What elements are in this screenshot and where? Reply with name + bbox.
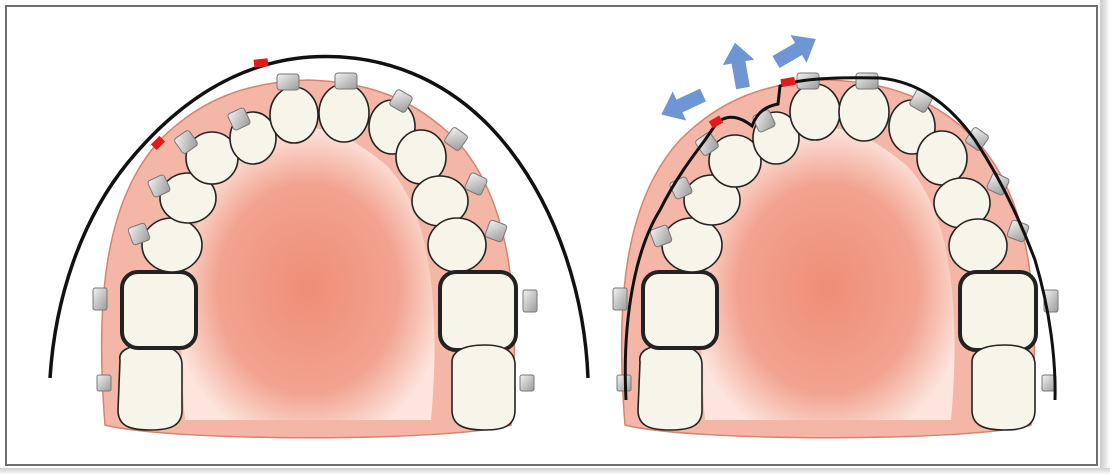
tooth [790,84,840,140]
molar-banded [122,272,196,348]
bracket [277,74,299,90]
tooth [319,84,369,142]
wire-stop [254,58,269,67]
tooth [972,345,1035,430]
bracket [335,73,357,89]
molar-banded [643,272,717,348]
tooth [428,218,486,272]
bracket [520,375,534,391]
molar-banded [440,272,516,350]
bracket [93,288,107,310]
tooth [949,219,1007,273]
force-arrow-icon [768,25,824,76]
bracket [523,290,537,312]
tooth [839,83,889,141]
tooth [638,345,702,430]
bracket [97,375,111,391]
bracket [613,288,627,310]
tooth [270,87,318,143]
tooth [917,131,967,185]
tooth [118,345,182,430]
tooth [662,218,722,272]
force-arrow-icon [719,40,759,91]
tooth [452,345,515,430]
molar-banded [960,272,1036,350]
bracket [856,73,878,89]
tooth [142,218,202,272]
